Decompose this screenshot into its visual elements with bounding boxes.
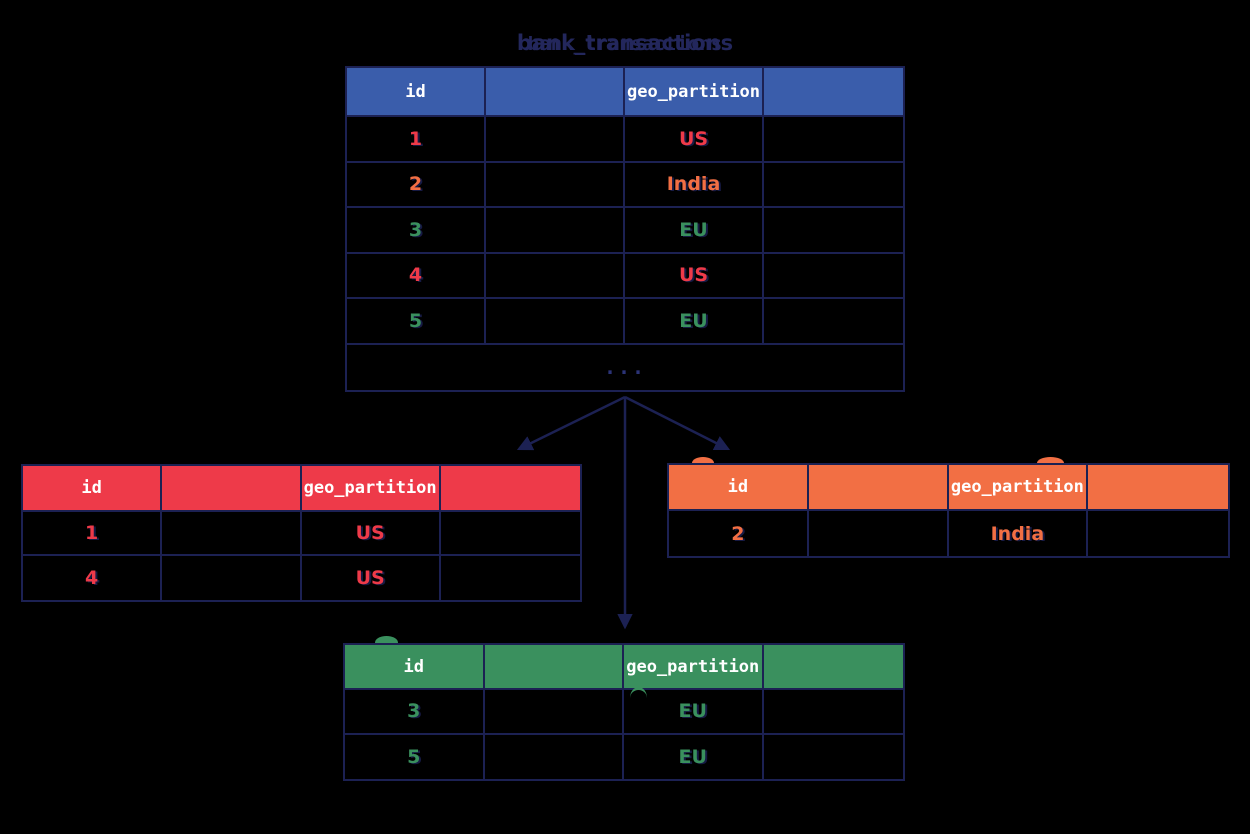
india-col-blank-2 xyxy=(1088,465,1228,511)
table-row: 2 India xyxy=(347,162,903,208)
cell-geo-partition: US xyxy=(301,512,441,556)
us-col-geo-partition: geo_partition xyxy=(301,466,441,512)
cell-blank xyxy=(764,253,903,299)
cell-blank xyxy=(162,556,302,600)
table-row: 3 EU xyxy=(345,690,903,735)
main-table-header-row: id geo_partition xyxy=(347,68,903,117)
cell-blank xyxy=(764,299,903,345)
arrow-to-india-partition xyxy=(624,395,731,451)
arrow-to-us-partition xyxy=(516,395,626,451)
table-row: 5 EU xyxy=(345,734,903,779)
cell-id: 1 xyxy=(347,117,486,163)
india-partition-table: id geo_partition 2 India xyxy=(667,463,1230,558)
india-col-id: id xyxy=(669,465,809,511)
cell-id: 3 xyxy=(347,208,486,254)
cell-geo-partition: US xyxy=(625,117,764,163)
eu-col-id: id xyxy=(345,645,485,690)
cell-geo-partition: EU xyxy=(624,690,764,735)
cell-geo-partition: US xyxy=(625,253,764,299)
cell-blank xyxy=(162,512,302,556)
green-arc-icon xyxy=(630,687,647,698)
cell-geo-partition: EU xyxy=(625,208,764,254)
main-col-blank-1 xyxy=(486,68,625,117)
india-table-header-row: id geo_partition xyxy=(669,465,1228,511)
us-col-blank-1 xyxy=(162,466,302,512)
diagram-title: bank_transactions bank_transactions xyxy=(0,31,1250,61)
cell-blank xyxy=(486,299,625,345)
cell-blank xyxy=(1088,511,1228,556)
cell-blank xyxy=(486,253,625,299)
table-row: 4 US xyxy=(23,556,580,600)
cell-blank xyxy=(764,162,903,208)
main-col-blank-2 xyxy=(764,68,903,117)
cell-geo-partition: US xyxy=(301,556,441,600)
cell-id: 1 xyxy=(23,512,163,556)
diagram-title-text-mono: bank_transactions xyxy=(527,33,723,55)
cell-blank xyxy=(808,511,949,556)
table-row: 5 EU xyxy=(347,299,903,345)
india-col-geo-partition: geo_partition xyxy=(948,465,1089,511)
main-col-geo-partition: geo_partition xyxy=(625,68,764,117)
table-row: 4 US xyxy=(347,253,903,299)
eu-partition-table: id geo_partition 3 EU 5 EU xyxy=(343,643,905,781)
cell-id: 4 xyxy=(23,556,163,600)
cell-geo-partition: India xyxy=(625,162,764,208)
us-table-header-row: id geo_partition xyxy=(23,466,580,512)
cell-id: 3 xyxy=(345,690,485,735)
cell-id: 2 xyxy=(669,511,809,556)
eu-table-header-row: id geo_partition xyxy=(345,645,903,690)
cell-blank xyxy=(486,117,625,163)
cell-id: 5 xyxy=(347,299,486,345)
main-table: id geo_partition 1 US 2 India 3 EU 4 US xyxy=(345,66,905,392)
cell-blank xyxy=(764,208,903,254)
us-partition-table: id geo_partition 1 US 4 US xyxy=(21,464,582,602)
us-col-id: id xyxy=(23,466,163,512)
india-col-blank-1 xyxy=(808,465,949,511)
cell-blank xyxy=(763,734,903,779)
cell-geo-partition: EU xyxy=(624,734,764,779)
table-row: 1 US xyxy=(23,512,580,556)
diagram-title-text: bank_transactions xyxy=(516,31,734,55)
cell-blank xyxy=(440,512,580,556)
cell-blank xyxy=(486,208,625,254)
cell-id: 4 xyxy=(347,253,486,299)
cell-blank xyxy=(764,117,903,163)
table-row: 3 EU xyxy=(347,208,903,254)
eu-col-blank-1 xyxy=(484,645,624,690)
eu-col-geo-partition: geo_partition xyxy=(624,645,764,690)
cell-id: 2 xyxy=(347,162,486,208)
cell-blank xyxy=(484,734,624,779)
ellipsis-text: ... xyxy=(603,355,647,380)
eu-col-blank-2 xyxy=(763,645,903,690)
main-col-id: id xyxy=(347,68,486,117)
us-col-blank-2 xyxy=(440,466,580,512)
cell-blank xyxy=(440,556,580,600)
cell-id: 5 xyxy=(345,734,485,779)
cell-geo-partition: EU xyxy=(625,299,764,345)
cell-blank xyxy=(484,690,624,735)
table-row: 2 India xyxy=(669,511,1228,556)
cell-blank xyxy=(486,162,625,208)
cell-geo-partition: India xyxy=(948,511,1089,556)
table-row: 1 US xyxy=(347,117,903,163)
table-row-ellipsis: ... xyxy=(347,344,903,390)
cell-blank xyxy=(763,690,903,735)
